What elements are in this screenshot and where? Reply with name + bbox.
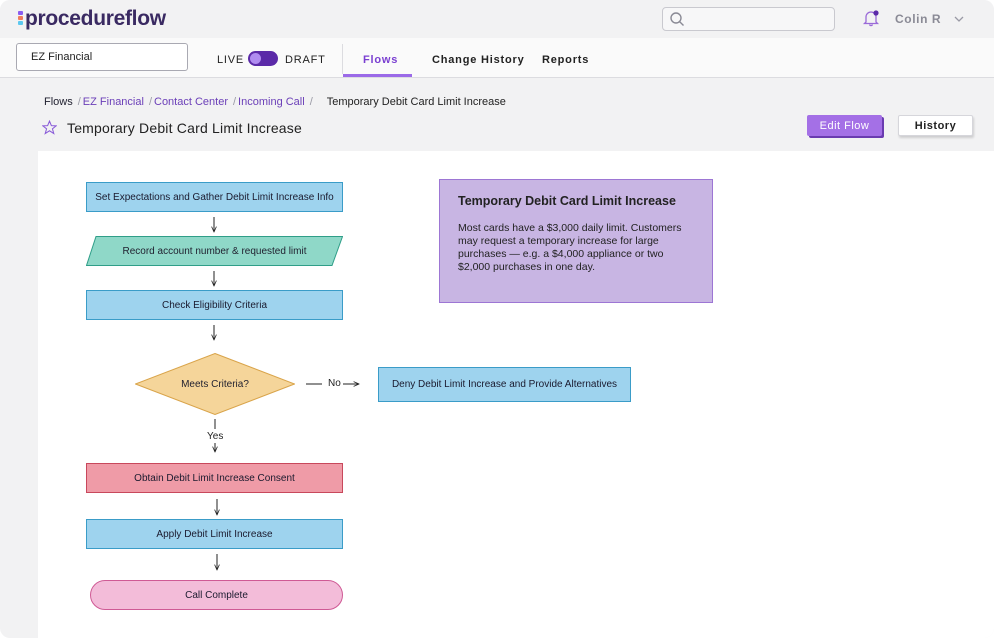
search-input[interactable] [687,10,827,28]
flow-data-label: Record account number & requested limit [122,245,307,257]
bell-icon[interactable] [862,9,880,27]
top-bar: procedureflow Colin R [0,0,994,38]
nav-divider [342,44,343,74]
diamond-shape [135,353,295,415]
note-body: Most cards have a $3,000 daily limit. Cu… [458,222,682,273]
edge-label-no: No [326,378,343,389]
flow-step-deny-increase[interactable]: Deny Debit Limit Increase and Provide Al… [378,367,631,402]
chevron-down-icon[interactable] [953,13,965,25]
tab-change-history[interactable]: Change History [432,54,525,66]
live-draft-toggle[interactable] [248,51,278,66]
tab-flows[interactable]: Flows [363,54,399,66]
parallelogram-shape [86,236,343,266]
logo[interactable]: procedureflow [18,7,166,31]
breadcrumb-root[interactable]: Flows [44,96,73,108]
organization-field[interactable] [16,43,188,71]
page-title: Temporary Debit Card Limit Increase [67,120,302,136]
logo-text: procedureflow [25,7,166,30]
note-title: Temporary Debit Card Limit Increase [458,194,676,208]
breadcrumb-separator: / [309,96,313,108]
flow-step-obtain-consent[interactable]: Obtain Debit Limit Increase Consent [86,463,343,493]
breadcrumb-separator: / [148,96,152,108]
logo-mark-icon [18,11,23,27]
flow-connectors [38,217,994,638]
user-name[interactable]: Colin R [895,12,942,26]
favorite-star-icon[interactable] [42,120,57,135]
flow-step-apply-increase[interactable]: Apply Debit Limit Increase [86,519,343,549]
live-label: LIVE [217,54,245,66]
breadcrumb: Flows/EZ Financial/Contact Center/Incomi… [44,96,508,108]
flow-data-record-account[interactable]: Record account number & requested limit [86,236,343,266]
breadcrumb-item[interactable]: Contact Center [154,96,228,108]
edge-label-yes: Yes [206,431,225,442]
flow-note-card[interactable]: Temporary Debit Card Limit Increase Most… [439,179,713,303]
search-box[interactable] [662,7,835,31]
flow-decision-meets-criteria[interactable]: Meets Criteria? [135,353,295,415]
flow-decision-label: Meets Criteria? [181,378,249,390]
nav-bar: LIVE DRAFT Flows Change History Reports [0,38,994,78]
edit-flow-button[interactable]: Edit Flow [807,115,882,136]
history-button[interactable]: History [898,115,973,136]
breadcrumb-current: Temporary Debit Card Limit Increase [326,96,506,108]
breadcrumb-item[interactable]: Incoming Call [238,96,305,108]
search-icon [670,12,684,26]
toggle-knob [250,53,261,64]
tab-reports[interactable]: Reports [542,54,590,66]
flow-canvas: Set Expectations and Gather Debit Limit … [38,151,994,638]
flow-terminal-call-complete[interactable]: Call Complete [90,580,343,610]
breadcrumb-separator: / [77,96,81,108]
breadcrumb-separator: / [232,96,237,108]
draft-label: DRAFT [285,54,326,66]
flow-step-set-expectations[interactable]: Set Expectations and Gather Debit Limit … [86,182,343,212]
flow-step-check-eligibility[interactable]: Check Eligibility Criteria [86,290,343,320]
active-tab-indicator [343,74,412,77]
breadcrumb-item[interactable]: EZ Financial [82,96,144,108]
